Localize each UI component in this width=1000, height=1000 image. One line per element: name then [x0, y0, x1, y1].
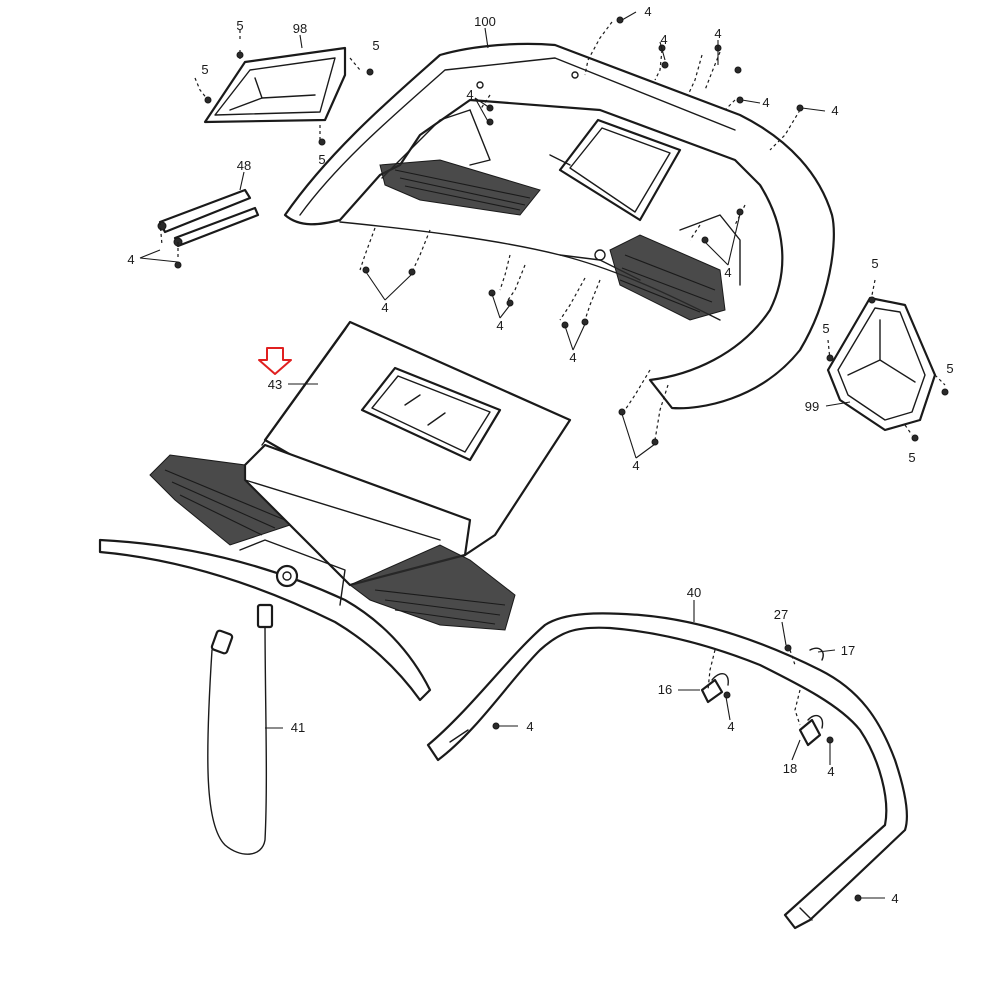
label-43: 43: [268, 377, 282, 392]
label-17: 17: [841, 643, 855, 658]
part-16-clip: [700, 673, 729, 704]
label-5: 5: [946, 361, 953, 376]
label-5: 5: [201, 62, 208, 77]
label-4: 4: [724, 265, 731, 280]
part-labels: 98 100 48 43 99 40 41 27 17 16 18 4 4 4 …: [127, 4, 953, 906]
label-4: 4: [827, 764, 834, 779]
label-4: 4: [466, 87, 473, 102]
label-100: 100: [474, 14, 496, 29]
label-98: 98: [293, 21, 307, 36]
label-18: 18: [783, 761, 797, 776]
console-left-grill: [149, 454, 291, 546]
label-4: 4: [644, 4, 651, 19]
label-5: 5: [318, 152, 325, 167]
label-5: 5: [908, 450, 915, 465]
console-right-grill: [349, 544, 516, 631]
part-17-spring: [809, 647, 824, 661]
label-4: 4: [714, 26, 721, 41]
label-5: 5: [871, 256, 878, 271]
label-41: 41: [291, 720, 305, 735]
hood-right-grill: [609, 234, 726, 321]
label-16: 16: [658, 682, 672, 697]
hood-left-grill: [379, 159, 541, 216]
part-41-cable: [207, 603, 274, 855]
label-4: 4: [381, 300, 388, 315]
part-43-console-base: [98, 320, 572, 702]
part-100-console-hood: [283, 42, 835, 410]
label-4: 4: [831, 103, 838, 118]
label-4: 4: [127, 252, 134, 267]
label-4: 4: [762, 95, 769, 110]
label-5: 5: [236, 18, 243, 33]
label-4: 4: [660, 32, 667, 47]
label-4: 4: [632, 458, 639, 473]
label-4: 4: [891, 891, 898, 906]
label-4: 4: [526, 719, 533, 734]
assembly-dashes: [159, 21, 946, 726]
label-27: 27: [774, 607, 788, 622]
leader-lines: [139, 11, 885, 899]
part-18-clip: [798, 714, 824, 747]
part-40-handlebar: [426, 612, 909, 930]
label-5: 5: [822, 321, 829, 336]
part-99-right-speaker-housing: [826, 296, 937, 432]
part-48-rod: [157, 188, 260, 248]
highlight-arrow-icon: [258, 347, 292, 375]
label-4: 4: [496, 318, 503, 333]
label-99: 99: [805, 399, 819, 414]
label-5: 5: [372, 38, 379, 53]
part-98-left-speaker-housing: [203, 46, 347, 124]
label-4: 4: [569, 350, 576, 365]
label-40: 40: [687, 585, 701, 600]
label-4: 4: [727, 719, 734, 734]
label-48: 48: [237, 158, 251, 173]
